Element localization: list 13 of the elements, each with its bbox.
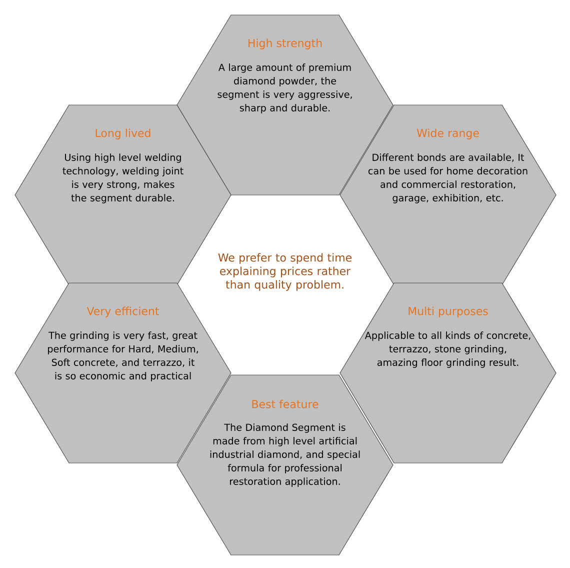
panel-text: Different bonds are available, It can be used for home decoration and commercial restoration, garage, exhibition, etc. [368,154,528,204]
panel-heading: Multi purposes [408,306,488,318]
panel-text: Applicable to all kinds of concrete, terrazzo, stone grinding, amazing floor grinding result. [364,332,530,368]
panel-text: The grinding is very fast, great performance for Hard, Medium, Soft concrete, and terrazzo, it is so economic and practical [48,332,198,382]
panel-heading: Long lived [96,128,150,140]
panel-text: Using high level welding technology, welding joint is very strong, makes the segment durable. [62,154,184,204]
panel-heading: Best feature [252,400,318,408]
panel-text: A large amount of premium diamond powder, the segment is very aggressive, sharp and durable. [218,64,352,114]
panel-heading: Wide range [416,128,479,140]
panel-text: The Diamond Segment is made from high level artificial industrial diamond, and special formula for professional restoration application. [210,424,360,487]
panel-heading: High strength [248,38,322,50]
panel-heading: Very efficient [86,306,159,318]
center-slogan: We prefer to spend time explaining prices rather than quality problem. [218,253,352,291]
